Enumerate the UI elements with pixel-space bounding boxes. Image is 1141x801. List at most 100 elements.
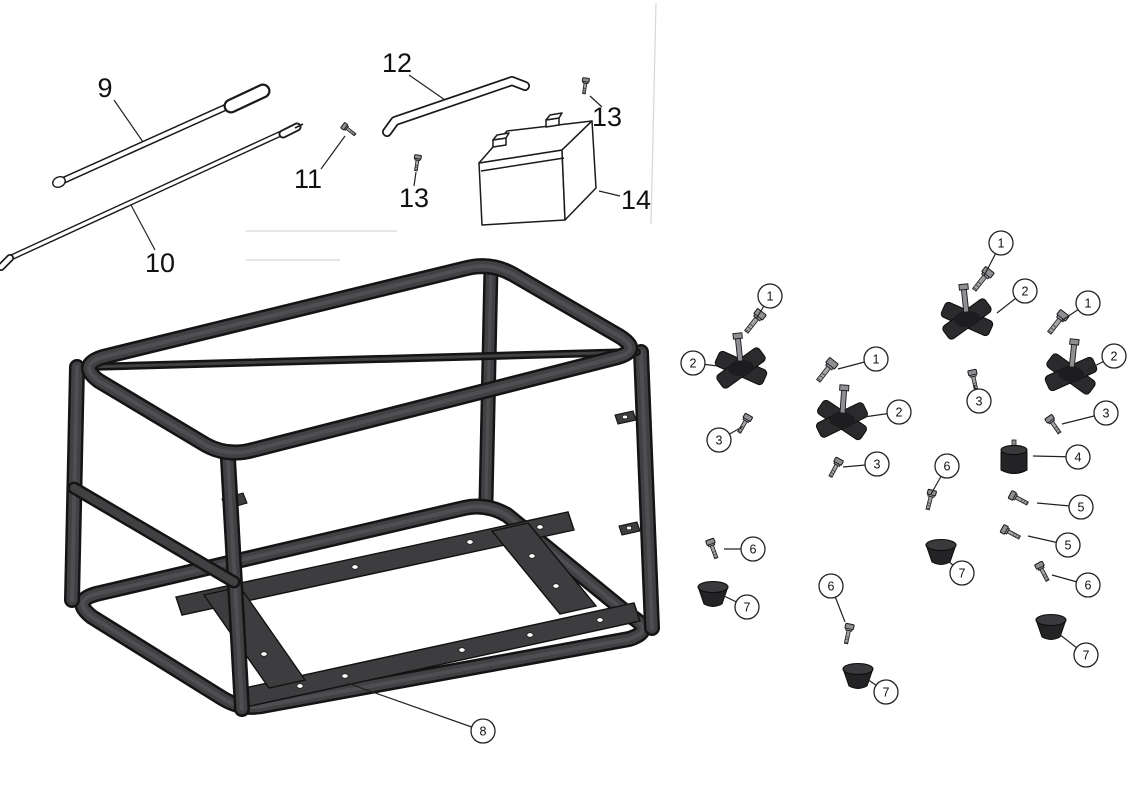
part-screw-thread (349, 130, 353, 133)
part-screw (340, 122, 357, 137)
callout-number-3: 3 (1103, 407, 1110, 421)
callout-number-1: 1 (998, 237, 1005, 251)
callout-number-6: 6 (828, 580, 835, 594)
part-screw (999, 524, 1021, 540)
part-label-12: 12 (382, 48, 412, 78)
callout-number-4: 4 (1075, 451, 1082, 465)
battery (561, 120, 597, 221)
callout-circle-7 (734, 594, 760, 620)
part-bolt (1047, 309, 1070, 335)
strap-12 (382, 76, 530, 137)
callout-number-3: 3 (874, 458, 881, 472)
callout-number-2: 2 (1111, 350, 1118, 364)
mount-nut (958, 283, 969, 291)
tab-hole (622, 414, 629, 420)
label-leader-line (598, 190, 621, 197)
callout-number-7: 7 (1083, 649, 1090, 663)
rod-9-body (60, 102, 235, 183)
plate-hole (458, 647, 466, 653)
frame-tube (83, 350, 639, 369)
part-screw (1007, 490, 1029, 506)
part-bolt-thread (1048, 330, 1053, 334)
part-cylindrical-foot (1000, 439, 1028, 474)
ghost-line (650, 2, 657, 225)
part-label-11: 11 (294, 164, 322, 194)
plate-hole (536, 524, 544, 530)
part-screw-thread (1054, 426, 1058, 429)
callout-circle-2 (1101, 343, 1127, 369)
foot-body (697, 587, 729, 607)
part-bolt-thread (975, 284, 980, 288)
part-bolt-thread (821, 372, 826, 376)
part-screw-thread (845, 636, 850, 638)
battery (492, 132, 510, 141)
part-screw-thread (1015, 534, 1018, 538)
part-screw-thread (926, 504, 931, 507)
callout-number-1: 1 (1085, 297, 1092, 311)
part-screw-thread (830, 472, 834, 475)
callout-circle-6 (934, 453, 960, 479)
rod-10-point (294, 123, 304, 129)
part-screw-thread (713, 553, 717, 556)
part-bolt-thread (747, 326, 752, 330)
part-screw-thread (740, 425, 745, 428)
part-bolt-thread (819, 375, 824, 379)
callout-number-2: 2 (690, 357, 697, 371)
part-bolt-thread (1052, 324, 1057, 328)
rod-10-tip (280, 124, 300, 137)
callout-circle-2 (680, 350, 706, 376)
callout-circle-7 (1073, 642, 1099, 668)
frame-tube (80, 504, 645, 709)
mount-nut (1069, 338, 1080, 346)
part-screw-thread (1044, 576, 1048, 579)
part-bolt-thread (1050, 327, 1055, 331)
callout-leader-line (346, 682, 484, 732)
part-screw-thread (1045, 578, 1049, 581)
cylfoot-top (1000, 444, 1028, 456)
callout-number-8: 8 (480, 725, 487, 739)
label-leader-line (130, 204, 156, 251)
part-rubber-foot (697, 580, 729, 607)
rod-10-cap (0, 255, 13, 270)
part-screw-thread (353, 132, 356, 136)
cylfoot-body (1000, 451, 1028, 474)
mount-hub (954, 310, 980, 328)
frame-tube (639, 350, 654, 630)
part-bolt-thread (817, 378, 822, 382)
part-screw-thread (972, 382, 977, 384)
callout-circle-4 (1065, 444, 1091, 470)
part-screw (843, 622, 855, 645)
callout-number-1: 1 (873, 353, 880, 367)
part-screw-thread (845, 639, 849, 641)
part-label-13: 13 (399, 183, 429, 213)
callout-circle-3 (864, 451, 890, 477)
mount-hub (829, 411, 855, 429)
frame-tube (87, 264, 633, 455)
part-bolt-thread (749, 323, 754, 327)
mount-stud (839, 389, 848, 414)
callout-number-6: 6 (1085, 579, 1092, 593)
mount-hub (728, 359, 754, 377)
foot-top (1035, 613, 1067, 627)
plate-hole (526, 632, 534, 638)
part-label-14: 14 (621, 185, 651, 215)
part-screw-thread (926, 507, 930, 510)
part-vibration-mount (940, 283, 994, 340)
part-screw-thread (844, 641, 848, 644)
plate-hole (351, 564, 359, 570)
part-screw-thread (1025, 501, 1028, 505)
strap-12 (383, 77, 529, 136)
callout-number-6: 6 (944, 460, 951, 474)
frame-tube (70, 484, 238, 586)
label-leader-line (113, 99, 144, 143)
part-screw-thread (1057, 430, 1061, 434)
part-vibration-mount (815, 384, 869, 441)
callout-number-3: 3 (976, 395, 983, 409)
part-vibration-mount (1044, 338, 1098, 395)
part-screw (1044, 414, 1062, 435)
part-screw (828, 456, 844, 478)
part-screw-thread (1012, 532, 1015, 537)
callout-circle-2 (1012, 278, 1038, 304)
